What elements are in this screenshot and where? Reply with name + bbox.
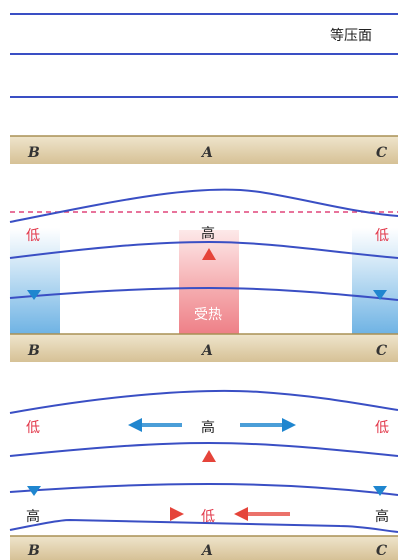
ground-label-c: C [376,145,387,161]
ground-strip [10,334,398,362]
up-arrow-center [202,450,216,492]
sinking-column-right [352,228,398,334]
pressure-label-left: 低 [26,228,40,244]
isobar-legend: 等压面 [330,27,372,44]
ground-label-b: B [27,543,40,559]
ground-label-a: A [200,343,213,359]
ground-label-a: A [200,145,213,161]
ground-label-c: C [376,343,387,359]
isobar-curve [9,518,398,533]
ground-label-c: C [376,543,387,559]
heating-label: 受热 [194,307,222,323]
down-arrow-right [373,460,387,496]
pressure-label-upper-left: 低 [26,420,40,436]
down-arrow-left [27,266,41,300]
ground-label-b: B [27,145,40,161]
up-arrow-center [202,248,216,290]
panel-circulation: 低 高 低 高 低 高 B A C [9,389,398,560]
ground-strip [10,536,398,560]
right-arrow-lower [126,507,184,521]
pressure-label-right: 低 [375,228,389,244]
pressure-label-upper-center: 高 [201,419,215,436]
panel-uniform: 等压面 B A C [10,13,398,164]
isobar-curve [9,389,398,414]
isobar-curve [9,441,398,457]
pressure-label-center: 高 [201,225,215,242]
pressure-label-upper-right: 低 [375,420,389,436]
ground-label-a: A [200,543,213,559]
isobar-curve [9,188,398,223]
pressure-label-lower-center: 低 [201,509,215,525]
down-arrow-right [373,266,387,300]
left-arrow-upper [128,418,182,432]
ground-label-b: B [27,343,40,359]
left-arrow-lower [234,507,290,521]
down-arrow-left [27,460,41,496]
isobar-curve [9,240,398,259]
isobar-curve [9,482,398,496]
pressure-label-lower-right: 高 [375,508,389,525]
pressure-label-lower-left: 高 [26,508,40,525]
right-arrow-upper [240,418,296,432]
ground-strip [10,136,398,164]
panel-heating: 低 高 低 受热 B A C [9,188,398,362]
